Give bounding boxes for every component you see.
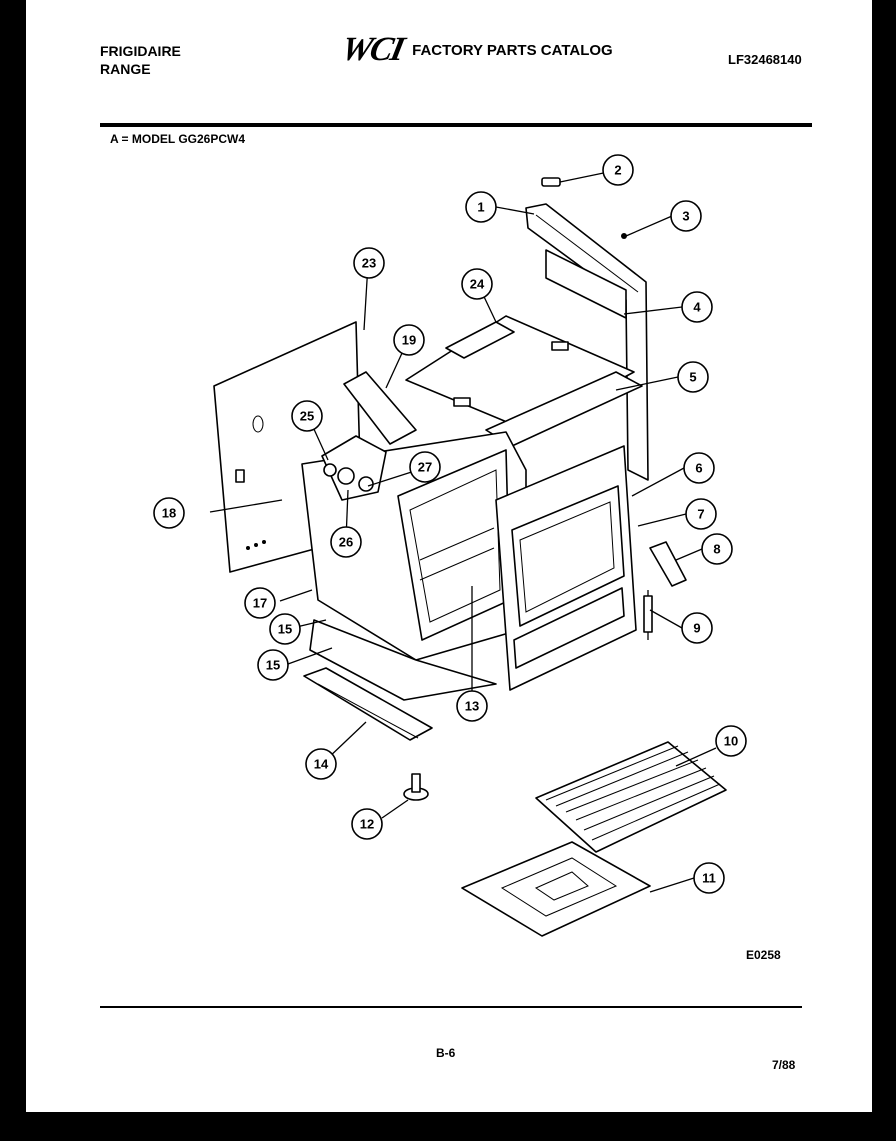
catalog-page: FRIGIDAIRE RANGE WCI FACTORY PARTS CATAL… [26, 0, 872, 1112]
callout-7: 7 [685, 498, 717, 530]
svg-text:2: 2 [614, 163, 621, 178]
part-clip [541, 177, 561, 187]
page-number: B-6 [436, 1046, 456, 1060]
header-rule [100, 123, 812, 127]
callout-8: 8 [701, 533, 733, 565]
callout-12: 12 [351, 808, 383, 840]
svg-text:24: 24 [470, 277, 485, 292]
part-hinge-set [643, 541, 687, 640]
svg-text:15: 15 [278, 622, 292, 637]
callout-6: 6 [683, 452, 715, 484]
callout-23: 23 [353, 247, 385, 279]
part-back-panel [525, 203, 649, 481]
callout-9: 9 [681, 612, 713, 644]
svg-text:23: 23 [362, 256, 376, 271]
part-oven-rack [535, 741, 727, 853]
callout-11: 11 [693, 862, 725, 894]
footer-rule [100, 1006, 802, 1008]
figure-code: E0258 [746, 948, 781, 962]
svg-text:5: 5 [689, 370, 696, 385]
svg-text:1: 1 [477, 200, 484, 215]
callout-26: 26 [330, 526, 362, 558]
callout-19: 19 [393, 324, 425, 356]
svg-text:27: 27 [418, 460, 432, 475]
callout-15-upper: 15 [269, 613, 301, 645]
callout-24: 24 [461, 268, 493, 300]
part-drip-tray [303, 667, 433, 741]
svg-text:18: 18 [162, 506, 176, 521]
brand-block: FRIGIDAIRE RANGE [100, 42, 181, 78]
callout-14: 14 [305, 748, 337, 780]
svg-text:25: 25 [300, 409, 314, 424]
catalog-date: 7/88 [772, 1058, 796, 1072]
svg-text:19: 19 [402, 333, 416, 348]
callout-13: 13 [456, 690, 488, 722]
exploded-parts-diagram: 1 2 3 4 5 6 7 8 9 10 11 12 13 14 15 15 1… [153, 154, 747, 937]
callout-2: 2 [602, 154, 634, 186]
callout-25: 25 [291, 400, 323, 432]
svg-text:3: 3 [682, 209, 689, 224]
part-oven-bottom [309, 619, 497, 701]
part-broiler-pan [461, 841, 651, 937]
callout-3: 3 [670, 200, 702, 232]
part-leveling-leg [403, 773, 429, 801]
catalog-header: WCI FACTORY PARTS CATALOG [338, 31, 613, 68]
svg-text:4: 4 [693, 300, 701, 315]
callout-5: 5 [677, 361, 709, 393]
svg-text:6: 6 [695, 461, 702, 476]
brand-name: FRIGIDAIRE [100, 43, 181, 59]
part-oven-door [495, 445, 637, 691]
part-screw [621, 233, 627, 239]
callout-4: 4 [681, 291, 713, 323]
svg-text:11: 11 [702, 871, 716, 886]
product-type: RANGE [100, 61, 151, 77]
model-line: A = MODEL GG26PCW4 [110, 132, 246, 146]
svg-text:9: 9 [693, 621, 700, 636]
svg-text:15: 15 [266, 658, 280, 673]
part-top-panel [405, 315, 635, 431]
callout-17: 17 [244, 587, 276, 619]
catalog-title: FACTORY PARTS CATALOG [412, 41, 613, 59]
svg-text:10: 10 [724, 734, 738, 749]
svg-text:8: 8 [713, 542, 720, 557]
callout-27: 27 [409, 451, 441, 483]
part-bracket [343, 371, 417, 445]
svg-text:13: 13 [465, 699, 479, 714]
callout-15-lower: 15 [257, 649, 289, 681]
svg-text:14: 14 [314, 757, 329, 772]
callout-10: 10 [715, 725, 747, 757]
svg-text:17: 17 [253, 596, 267, 611]
svg-text:7: 7 [697, 507, 704, 522]
svg-text:26: 26 [339, 535, 353, 550]
callout-18: 18 [153, 497, 185, 529]
callout-1: 1 [465, 191, 497, 223]
svg-text:12: 12 [360, 817, 374, 832]
document-number: LF32468140 [728, 52, 802, 67]
